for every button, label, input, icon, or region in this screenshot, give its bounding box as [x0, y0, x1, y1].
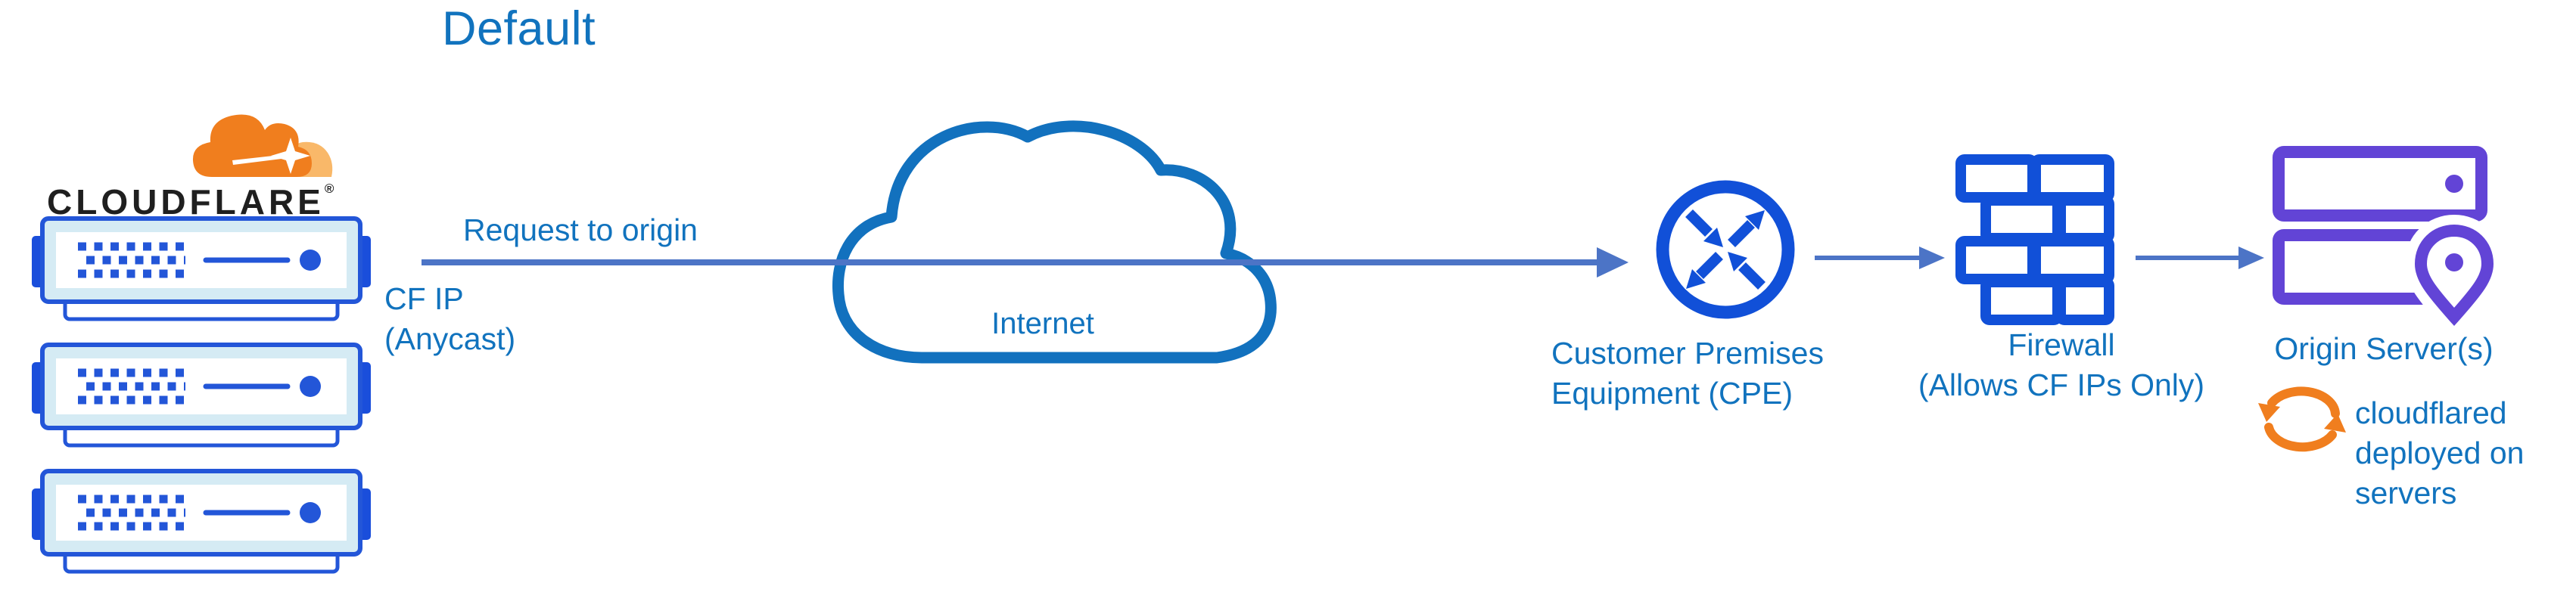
request-arrowhead-icon [1597, 247, 1629, 278]
request-arrow-line [422, 259, 1597, 265]
cpe-to-firewall-line [1815, 256, 1919, 260]
firewall-to-origin-line [2136, 256, 2238, 260]
cpe-label: Customer Premises Equipment (CPE) [1551, 336, 1824, 411]
cpe-router-icon [1650, 174, 1801, 325]
page-title: Default [442, 2, 596, 55]
cloudflare-wordmark: CLOUDFLARE® [47, 181, 334, 222]
cf-ip-anycast-label: CF IP (Anycast) [384, 281, 516, 356]
location-pin-icon [2404, 214, 2504, 341]
registered-mark: ® [324, 181, 334, 196]
edge-server-icon [30, 469, 372, 576]
cpe-to-firewall-arrowhead-icon [1919, 247, 1945, 269]
internet-label: Internet [991, 307, 1094, 340]
origin-servers-label: Origin Server(s) [2274, 331, 2494, 366]
cloudflare-cloud-icon [192, 114, 333, 177]
firewall-label: Firewall (Allows CF IPs Only) [1918, 327, 2205, 402]
sync-arrows-icon [2257, 382, 2347, 454]
internet-cloud-icon [808, 102, 1277, 374]
cloudflared-note: cloudflared deployed on servers [2355, 395, 2525, 510]
firewall-to-origin-arrowhead-icon [2238, 247, 2264, 269]
cloudflare-cloud-logo: CLOUDFLARE® [47, 109, 334, 222]
firewall-brick-icon [1955, 154, 2115, 335]
edge-server-icon [30, 216, 372, 324]
origin-servers-icon [2273, 146, 2504, 341]
edge-server-icon [30, 343, 372, 450]
request-to-origin-label: Request to origin [463, 212, 698, 247]
